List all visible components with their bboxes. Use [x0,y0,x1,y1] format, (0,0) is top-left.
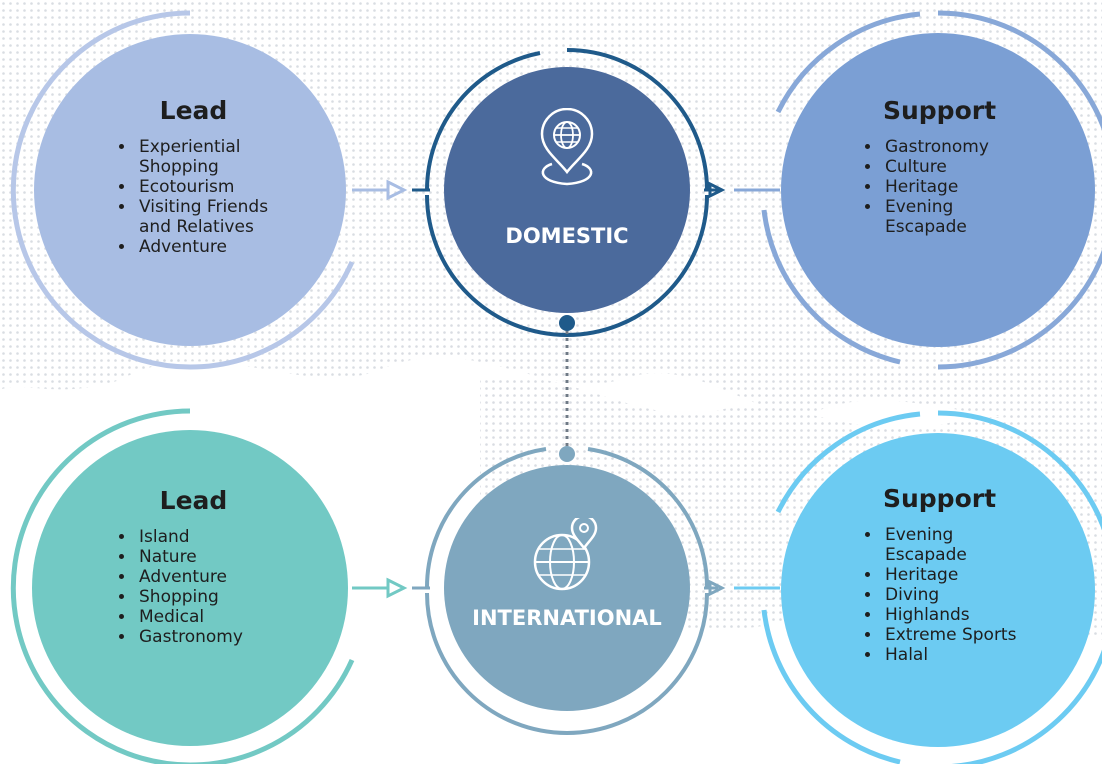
list-item: Halal [882,645,1052,665]
list-item: Diving [882,585,1052,605]
list-item: Heritage [882,565,1052,585]
international-lead-title: Lead [159,486,228,515]
list-item: Heritage [882,177,1002,197]
domestic-hub-disc [444,67,690,313]
domestic-support-ring-bottom [761,209,901,365]
list-item: Adventure [136,237,286,257]
list-item: Experiential Shopping [136,137,286,177]
list-item: Culture [882,157,1002,177]
list-item: Gastronomy [136,627,286,647]
international-lead-disc [32,430,348,746]
international-support-arrow [704,579,780,597]
international-support-content: Support Evening Escapade Heritage Diving… [852,484,1052,665]
domestic-lead-arrow [352,179,430,201]
domestic-hub-ring-bottom [425,194,709,337]
domestic-support-list: Gastronomy Culture Heritage Evening Esca… [852,137,1002,237]
international-support-title: Support [882,484,997,513]
globe-location-pin-icon [540,108,594,186]
international-support-circle [761,410,1102,764]
international-hub-label: INTERNATIONAL [472,606,662,630]
domestic-support-ring-right [937,10,1102,370]
domestic-support-content: Support Gastronomy Culture Heritage Even… [852,96,1032,237]
list-item: Gastronomy [882,137,1002,157]
international-support-ring-top [775,411,921,514]
list-item: Medical [136,607,286,627]
list-item: Highlands [882,605,1052,625]
list-item: Extreme Sports [882,625,1052,645]
list-item: Nature [136,547,286,567]
domestic-hub-label: DOMESTIC [505,224,629,248]
domestic-lead-ring [10,10,355,370]
list-item: Adventure [136,567,286,587]
globe-with-pin-icon [533,518,598,591]
international-hub-ring-bottom [425,592,709,735]
international-lead-list: Island Nature Adventure Shopping Medical… [106,527,286,647]
domestic-lead-content: Lead Experiential Shopping Ecotourism Vi… [106,96,306,257]
domestic-hub-ring-top-right [566,48,709,191]
list-item: Evening Escapade [882,525,980,565]
domestic-lead-list: Experiential Shopping Ecotourism Visitin… [106,137,286,257]
international-hub-ring-top-right [587,447,710,589]
domestic-lead-title: Lead [159,96,228,125]
domestic-support-ring-top [775,11,921,114]
domestic-support-circle [761,10,1102,370]
international-lead-circle [10,408,355,764]
international-support-ring-bottom [761,609,901,764]
list-item: Evening Escapade [882,197,1002,237]
domestic-lead-disc [34,34,346,346]
domestic-support-disc [781,33,1095,347]
international-lead-ring [10,408,355,764]
hub-connector [559,315,575,462]
international-lead-arrow [352,577,430,599]
international-lead-content: Lead Island Nature Adventure Shopping Me… [106,486,306,647]
list-item: Ecotourism [136,177,286,197]
domestic-hub [425,48,709,337]
international-hub-ring-top-left [424,447,547,589]
domestic-support-arrow [704,181,780,199]
list-item: Island [136,527,286,547]
domestic-lead-circle [10,10,355,370]
international-support-ring-right [937,410,1102,764]
list-item: Shopping [136,587,286,607]
list-item: Visiting Friends and Relatives [136,197,286,237]
international-support-disc [781,433,1095,747]
domestic-support-title: Support [882,96,997,125]
domestic-hub-ring-top-left [425,51,541,191]
international-support-list: Evening Escapade Heritage Diving Highlan… [852,525,1052,665]
